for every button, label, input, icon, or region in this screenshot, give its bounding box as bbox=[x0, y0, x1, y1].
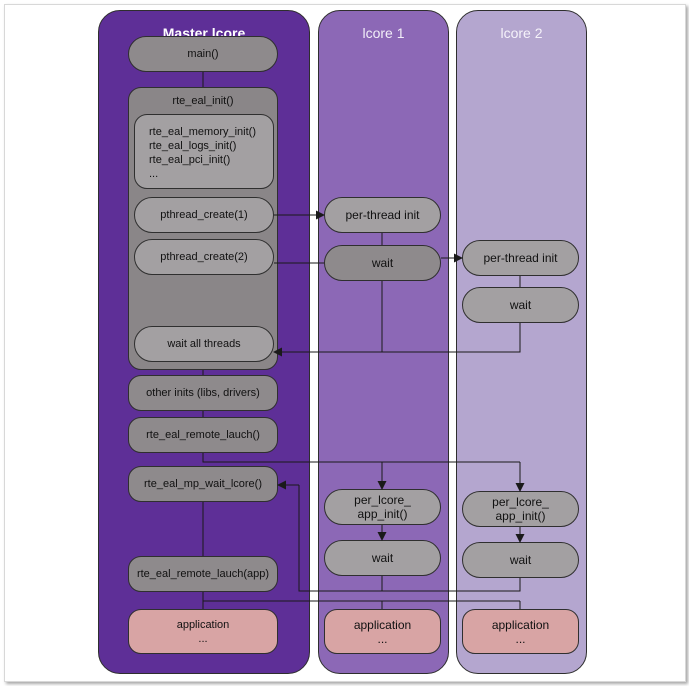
lcore1-app-init-line2: app_init() bbox=[357, 507, 408, 521]
lcore1-per-thread-init-box: per-thread init bbox=[324, 197, 441, 233]
init-calls-box: rte_eal_memory_init() rte_eal_logs_init(… bbox=[134, 114, 274, 189]
main-label: main() bbox=[187, 48, 219, 60]
lcore1-per-thread-init-label: per-thread init bbox=[345, 208, 420, 222]
lcore2-app-init-box: per_lcore_ app_init() bbox=[462, 491, 579, 527]
init-call-memory: rte_eal_memory_init() bbox=[149, 126, 256, 138]
remote-launch-app-box: rte_eal_remote_lauch(app) bbox=[128, 556, 278, 592]
lcore2-per-thread-init-box: per-thread init bbox=[462, 240, 579, 276]
remote-launch-box: rte_eal_remote_lauch() bbox=[128, 417, 278, 453]
rte-eal-init-label: rte_eal_init() bbox=[172, 95, 234, 107]
init-call-logs: rte_eal_logs_init() bbox=[149, 140, 237, 152]
pthread-create-2-box: pthread_create(2) bbox=[134, 239, 274, 275]
lcore2-application-dots: ... bbox=[515, 631, 526, 646]
pthread-create-1-box: pthread_create(1) bbox=[134, 197, 274, 233]
diagram-frame: Master lcore lcore 1 lcore 2 rte_eal_ini… bbox=[4, 4, 686, 682]
lcore2-wait-return bbox=[382, 323, 521, 353]
lane-lcore1-title: lcore 1 bbox=[362, 25, 405, 41]
pthread-create-1-label: pthread_create(1) bbox=[160, 209, 248, 221]
lcore1-application-box: application ... bbox=[324, 609, 441, 654]
master-application-box: application ... bbox=[128, 609, 278, 654]
remote-launch-label: rte_eal_remote_lauch() bbox=[146, 429, 260, 441]
lcore1-wait2-label: wait bbox=[371, 551, 394, 565]
mp-wait-lcore-label: rte_eal_mp_wait_lcore() bbox=[144, 478, 262, 490]
connector-lines bbox=[202, 72, 525, 609]
remote-launch-app-label: rte_eal_remote_lauch(app) bbox=[136, 568, 270, 580]
lcore2-app-init-line2: app_init() bbox=[495, 509, 546, 523]
lcore2-wait-label: wait bbox=[509, 298, 532, 312]
master-application-dots: ... bbox=[198, 632, 208, 645]
master-application-label: application bbox=[176, 618, 230, 631]
lcore1-wait-label: wait bbox=[371, 256, 394, 270]
pthread-create-2-label: pthread_create(2) bbox=[160, 251, 248, 263]
lcore1-app-init-line1: per_lcore_ bbox=[354, 493, 411, 507]
mp-wait-lcore-box: rte_eal_mp_wait_lcore() bbox=[128, 466, 278, 502]
lcore1-application-dots: ... bbox=[377, 631, 388, 646]
lcore2-wait-box: wait bbox=[462, 287, 579, 323]
other-inits-box: other inits (libs, drivers) bbox=[128, 375, 278, 411]
lcore2-per-thread-init-label: per-thread init bbox=[483, 251, 558, 265]
lcore2-wait2-return bbox=[298, 485, 521, 592]
lcore2-application-label: application bbox=[491, 617, 550, 632]
lcore2-wait2-box: wait bbox=[462, 542, 579, 578]
lcore2-wait2-label: wait bbox=[509, 553, 532, 567]
lcore2-application-box: application ... bbox=[462, 609, 579, 654]
remote-launch-branch bbox=[202, 453, 520, 463]
main-box: main() bbox=[128, 36, 278, 72]
lcore2-app-init-line1: per_lcore_ bbox=[492, 495, 549, 509]
lcore1-application-label: application bbox=[353, 617, 412, 632]
init-call-more: ... bbox=[149, 168, 159, 180]
init-call-pci: rte_eal_pci_init() bbox=[149, 154, 231, 166]
other-inits-label: other inits (libs, drivers) bbox=[146, 387, 260, 399]
wait-all-threads-label: wait all threads bbox=[167, 338, 241, 350]
lane-lcore2-title: lcore 2 bbox=[500, 25, 543, 41]
lcore1-wait-box: wait bbox=[324, 245, 441, 281]
wait-all-threads-box: wait all threads bbox=[134, 326, 274, 362]
